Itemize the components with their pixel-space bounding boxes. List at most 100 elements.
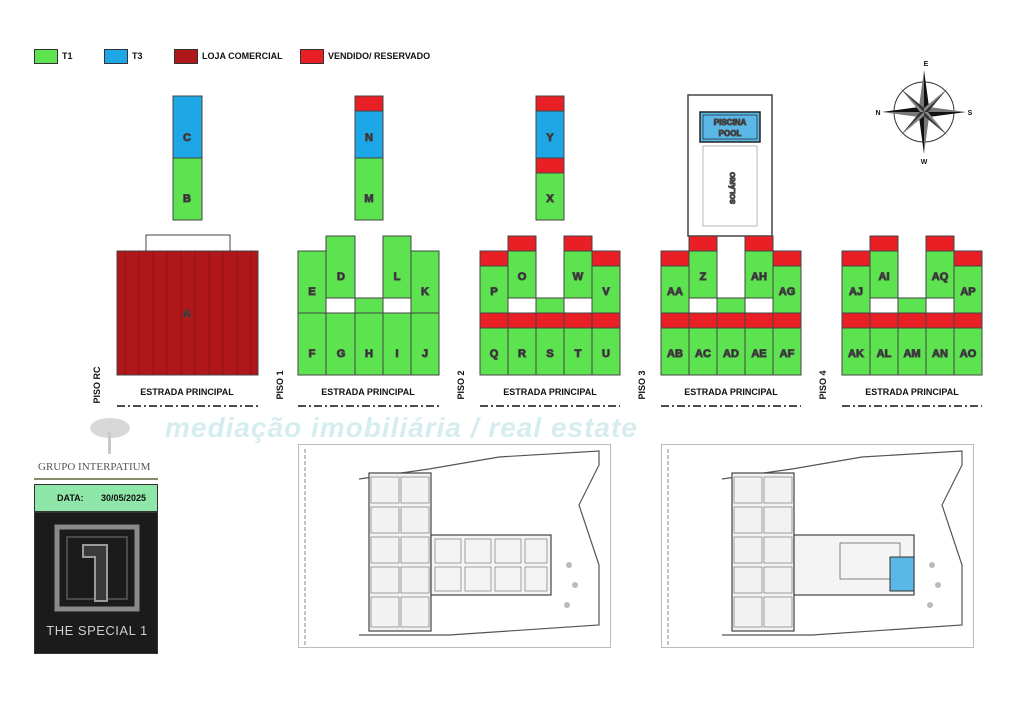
- legend-swatch-t1: [34, 49, 58, 64]
- unit-x[interactable]: [535, 172, 565, 221]
- floor-labels: PISO RC PISO 1 PISO 2 PISO 3 PISO 4: [92, 366, 828, 404]
- unit-label-z: Z: [700, 271, 707, 283]
- unit-ab[interactable]: [660, 327, 690, 376]
- unit-aq[interactable]: [925, 250, 955, 299]
- logo-text: THE SPECIAL 1: [46, 623, 148, 638]
- unit-ao[interactable]: [953, 327, 983, 376]
- unit-z[interactable]: [688, 250, 718, 299]
- unit-label-ai: AI: [879, 271, 890, 283]
- tree-logo-icon: [90, 418, 130, 454]
- plan-pool: [889, 556, 915, 592]
- unit-label-p: P: [490, 286, 497, 298]
- floor-label-3: PISO 3: [637, 370, 647, 399]
- unit-ak[interactable]: [841, 327, 871, 376]
- floor-label-1: PISO 1: [275, 370, 285, 399]
- unit-label-y: Y: [546, 132, 554, 144]
- date-box: DATA: 30/05/2025: [34, 484, 158, 512]
- floor-rc: A C B: [116, 95, 259, 376]
- pool-label-line1: PISCINA: [714, 118, 747, 127]
- roads: ESTRADA PRINCIPAL ESTRADA PRINCIPAL ESTR…: [117, 387, 982, 407]
- unit-label-am: AM: [903, 348, 920, 360]
- date-label: DATA:: [57, 493, 84, 503]
- unit-v[interactable]: [591, 265, 621, 314]
- compass-e: E: [924, 61, 929, 68]
- pool-label-line2: POOL: [719, 129, 742, 138]
- unit-ac[interactable]: [688, 327, 718, 376]
- date-value: 30/05/2025: [101, 493, 147, 503]
- unit-s[interactable]: [535, 327, 565, 376]
- unit-label-ab: AB: [667, 348, 683, 360]
- legend-label-vendido: VENDIDO/ RESERVADO: [328, 51, 431, 61]
- floor-plan-drawing-left: [304, 449, 600, 645]
- unit-n-sold-band: [354, 95, 384, 112]
- unit-label-ag: AG: [779, 286, 796, 298]
- unit-c[interactable]: [172, 95, 203, 159]
- road-label-rc: ESTRADA PRINCIPAL: [140, 387, 234, 397]
- unit-label-aj: AJ: [849, 286, 863, 298]
- corridor-1: [354, 297, 384, 314]
- unit-y[interactable]: [535, 110, 565, 159]
- unit-label-a: A: [183, 308, 191, 320]
- legend-label-t1: T1: [62, 51, 73, 61]
- unit-a[interactable]: [116, 250, 259, 376]
- unit-b[interactable]: [172, 157, 203, 221]
- legend-label-loja: LOJA COMERCIAL: [202, 51, 283, 61]
- unit-e[interactable]: [297, 250, 327, 314]
- unit-k[interactable]: [410, 250, 440, 314]
- unit-label-q: Q: [490, 348, 499, 360]
- number-one-logo-icon: [54, 524, 140, 612]
- unit-ag[interactable]: [772, 265, 802, 314]
- unit-m[interactable]: [354, 157, 384, 221]
- floor-4: AJ AI AQ AP AK AL AM AN AO: [841, 235, 983, 376]
- unit-af[interactable]: [772, 327, 802, 376]
- unit-d[interactable]: [325, 235, 356, 299]
- compass-n: N: [875, 110, 880, 117]
- unit-o[interactable]: [507, 250, 537, 299]
- legend-swatch-loja: [174, 49, 198, 64]
- unit-label-e: E: [308, 286, 315, 298]
- unit-label-o: O: [518, 271, 527, 283]
- unit-an[interactable]: [925, 327, 955, 376]
- unit-u[interactable]: [591, 327, 621, 376]
- solario-label: SOLÁRIO: [728, 172, 737, 204]
- unit-label-u: U: [602, 348, 610, 360]
- unit-ap[interactable]: [953, 265, 983, 314]
- unit-label-l: L: [394, 271, 401, 283]
- connector-rc: [145, 234, 231, 252]
- unit-ai[interactable]: [869, 250, 899, 299]
- the-special-1-logo: THE SPECIAL 1: [34, 512, 158, 654]
- compass-s: S: [968, 110, 973, 117]
- unit-ae[interactable]: [744, 327, 774, 376]
- unit-label-n: N: [365, 132, 373, 144]
- unit-label-ah: AH: [751, 271, 767, 283]
- road-label-4: ESTRADA PRINCIPAL: [865, 387, 959, 397]
- floor-label-4: PISO 4: [818, 370, 828, 399]
- floor-plan-right: [661, 444, 974, 648]
- unit-g[interactable]: [325, 312, 356, 376]
- unit-label-ap: AP: [960, 286, 975, 298]
- floor-2: P O W V Q R S T U Y X: [479, 95, 621, 376]
- unit-label-d: D: [337, 271, 345, 283]
- unit-label-m: M: [364, 193, 373, 205]
- unit-h[interactable]: [354, 312, 384, 376]
- unit-t[interactable]: [563, 327, 593, 376]
- unit-l[interactable]: [382, 235, 412, 299]
- unit-i[interactable]: [382, 312, 412, 376]
- unit-label-x: X: [546, 193, 554, 205]
- unit-label-h: H: [365, 348, 373, 360]
- unit-w[interactable]: [563, 250, 593, 299]
- unit-f[interactable]: [297, 312, 327, 376]
- legend-swatch-t3: [104, 49, 128, 64]
- unit-label-ak: AK: [848, 348, 864, 360]
- unit-j[interactable]: [410, 312, 440, 376]
- unit-label-r: R: [518, 348, 526, 360]
- unit-aj[interactable]: [841, 265, 871, 314]
- unit-label-ad: AD: [723, 348, 739, 360]
- road-label-2: ESTRADA PRINCIPAL: [503, 387, 597, 397]
- unit-al[interactable]: [869, 327, 899, 376]
- compass-w: W: [921, 159, 928, 166]
- unit-label-al: AL: [877, 348, 892, 360]
- legend: T1 T3 LOJA COMERCIAL VENDIDO/ RESERVADO: [34, 49, 454, 67]
- unit-label-f: F: [309, 348, 316, 360]
- unit-r[interactable]: [507, 327, 537, 376]
